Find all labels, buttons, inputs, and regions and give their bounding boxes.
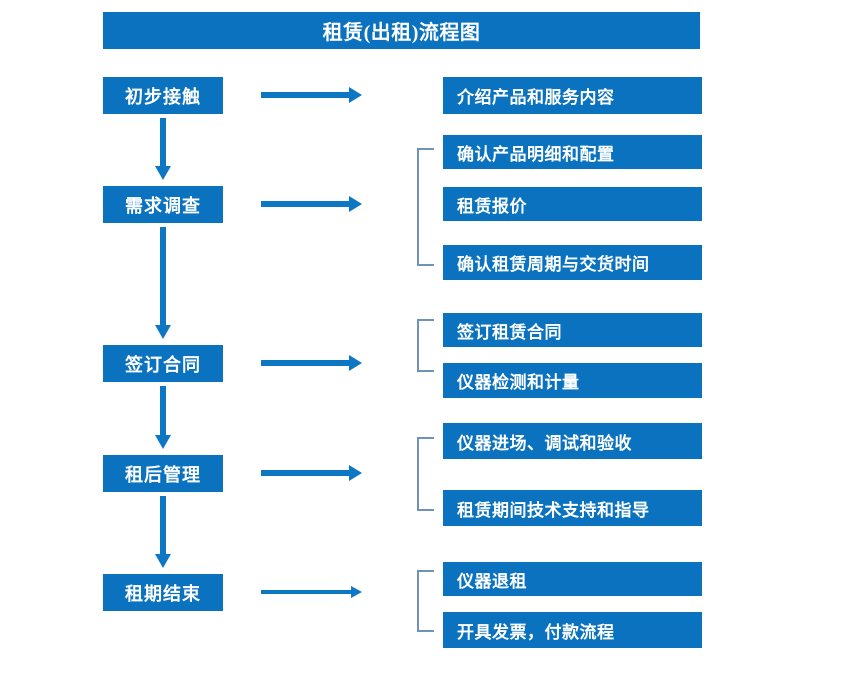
detail-box-5-2-label: 开具发票，付款流程 [457,622,615,642]
stage-box-4-label: 租后管理 [125,464,201,485]
horizontal-arrow-2 [261,195,363,213]
stage-box-3-label: 签订合同 [125,354,201,375]
stage-box-5-label: 租期结束 [125,583,201,604]
detail-box-3-1[interactable]: 签订租赁合同 [443,313,702,347]
detail-box-2-3[interactable]: 确认租赁周期与交货时间 [443,245,702,280]
detail-box-5-2[interactable]: 开具发票，付款流程 [443,612,702,648]
stage-box-4[interactable]: 租后管理 [103,455,223,492]
detail-box-2-3-label: 确认租赁周期与交货时间 [457,255,650,274]
group-bracket-4 [415,437,435,511]
detail-box-1-1-label: 介绍产品和服务内容 [457,88,615,107]
detail-box-2-2-label: 租赁报价 [457,196,527,216]
detail-box-2-1[interactable]: 确认产品明细和配置 [443,135,702,169]
detail-box-5-1-label: 仪器退租 [457,571,527,591]
page-title: 租赁(出租)流程图 [322,22,481,44]
detail-box-2-2[interactable]: 租赁报价 [443,187,702,221]
detail-box-4-1[interactable]: 仪器进场、调试和验收 [443,423,702,459]
diagram-title-bar: 租赁(出租)流程图 [103,12,700,49]
group-bracket-5 [415,570,435,632]
group-bracket-2 [415,148,435,266]
vertical-arrow-1 [154,118,172,182]
detail-box-5-1[interactable]: 仪器退租 [443,562,702,596]
stage-box-1[interactable]: 初步接触 [103,77,223,114]
stage-box-1-label: 初步接触 [125,86,201,107]
horizontal-arrow-1 [261,86,363,104]
vertical-arrow-4 [154,496,172,570]
horizontal-arrow-4 [261,464,363,482]
detail-box-2-1-label: 确认产品明细和配置 [457,144,615,164]
detail-box-4-1-label: 仪器进场、调试和验收 [457,433,632,453]
detail-box-1-1[interactable]: 介绍产品和服务内容 [443,77,702,114]
detail-box-4-2-label: 租赁期间技术支持和指导 [457,500,650,520]
detail-box-3-2[interactable]: 仪器检测和计量 [443,363,702,398]
stage-box-2-label: 需求调查 [125,195,201,216]
detail-box-3-1-label: 签订租赁合同 [457,322,562,342]
vertical-arrow-3 [154,386,172,451]
stage-box-5[interactable]: 租期结束 [103,574,223,611]
detail-box-4-2[interactable]: 租赁期间技术支持和指导 [443,490,702,526]
stage-box-3[interactable]: 签订合同 [103,345,223,382]
stage-box-2[interactable]: 需求调查 [103,186,223,223]
horizontal-arrow-3 [261,354,363,372]
group-bracket-3 [415,319,435,372]
detail-box-3-2-label: 仪器检测和计量 [457,373,580,392]
vertical-arrow-2 [154,227,172,341]
horizontal-arrow-5 [261,583,363,601]
